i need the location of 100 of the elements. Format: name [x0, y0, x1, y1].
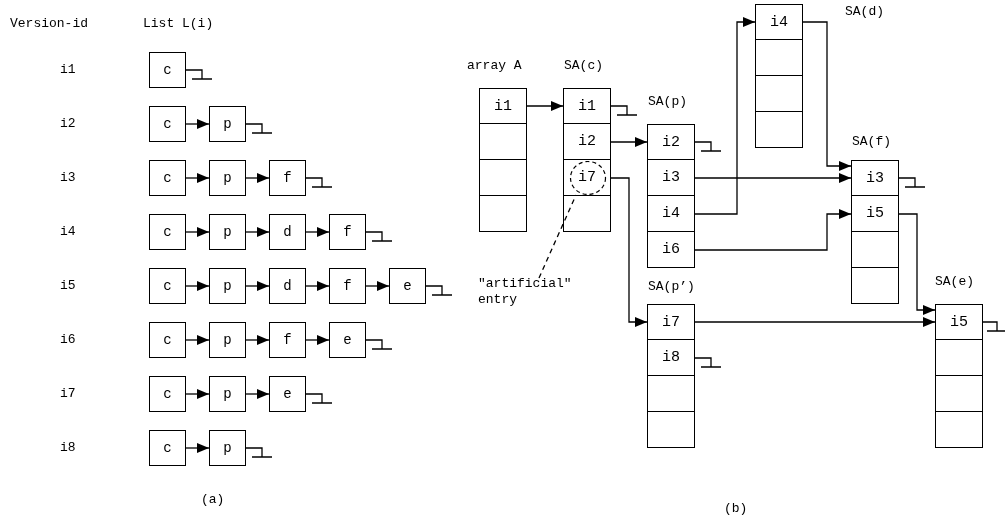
- list-node-box: c: [149, 214, 186, 250]
- array-label: SA(p’): [648, 279, 695, 295]
- array-cell: i2: [647, 124, 695, 160]
- version-id-label: i7: [60, 386, 76, 402]
- arrow: [610, 137, 648, 147]
- array-cell: [935, 412, 983, 448]
- arrow: [694, 17, 756, 215]
- list-node-box: d: [269, 268, 306, 304]
- array-label: SA(d): [845, 4, 884, 20]
- array-cell: i2: [563, 124, 611, 160]
- arrow: [245, 335, 270, 345]
- list-node-box: c: [149, 52, 186, 88]
- arrow: [185, 281, 210, 291]
- list-node-box: p: [209, 106, 246, 142]
- subfigure-label: (b): [724, 501, 748, 517]
- array-cell: i5: [851, 196, 899, 232]
- arrow: [185, 335, 210, 345]
- version-id-label: i5: [60, 278, 76, 294]
- array-label: SA(f): [852, 134, 891, 150]
- array-cell: [935, 340, 983, 376]
- arrow: [694, 317, 936, 327]
- arrow: [245, 281, 270, 291]
- list-node-box: f: [269, 322, 306, 358]
- array-cell: [935, 376, 983, 412]
- array-cell: i6: [647, 232, 695, 268]
- null-pointer-line: [694, 141, 722, 152]
- null-pointer-line: [305, 177, 333, 188]
- array-cell: [755, 76, 803, 112]
- array-cell: [647, 412, 695, 448]
- arrow: [694, 173, 852, 183]
- array-cell: i8: [647, 340, 695, 376]
- arrow: [694, 209, 852, 251]
- arrow: [185, 389, 210, 399]
- arrow: [185, 119, 210, 129]
- null-pointer-line: [305, 393, 333, 404]
- column-heading: List L(i): [143, 16, 214, 32]
- list-node-box: f: [329, 268, 366, 304]
- list-node-box: p: [209, 160, 246, 196]
- list-node-box: e: [269, 376, 306, 412]
- null-pointer-line: [185, 69, 213, 80]
- array-cell: i3: [647, 160, 695, 196]
- array-cell: [479, 196, 527, 232]
- array-cell: [647, 376, 695, 412]
- arrow: [185, 443, 210, 453]
- list-node-box: d: [269, 214, 306, 250]
- list-node-box: e: [329, 322, 366, 358]
- array-label: array A: [467, 58, 522, 74]
- list-node-box: c: [149, 376, 186, 412]
- null-pointer-line: [982, 321, 1005, 332]
- null-pointer-line: [425, 285, 453, 296]
- version-id-label: i2: [60, 116, 76, 132]
- list-node-box: p: [209, 214, 246, 250]
- array-label: SA(c): [564, 58, 603, 74]
- arrow: [185, 173, 210, 183]
- version-id-label: i1: [60, 62, 76, 78]
- array-cell: i5: [935, 304, 983, 340]
- list-node-box: c: [149, 268, 186, 304]
- arrow: [610, 177, 648, 327]
- arrow: [305, 281, 330, 291]
- array-cell: i7: [563, 160, 611, 196]
- array-cell: [755, 112, 803, 148]
- array-cell: [479, 160, 527, 196]
- list-node-box: e: [389, 268, 426, 304]
- array-cell: i7: [647, 304, 695, 340]
- array-cell: i1: [479, 88, 527, 124]
- array-label: SA(e): [935, 274, 974, 290]
- version-id-label: i6: [60, 332, 76, 348]
- arrow: [898, 213, 936, 315]
- array-cell: i4: [755, 4, 803, 40]
- array-cell: [563, 196, 611, 232]
- list-node-box: f: [329, 214, 366, 250]
- arrow: [245, 173, 270, 183]
- array-cell: i3: [851, 160, 899, 196]
- array-cell: [851, 232, 899, 268]
- null-pointer-line: [245, 447, 273, 458]
- arrow: [526, 101, 564, 111]
- null-pointer-line: [245, 123, 273, 134]
- version-id-label: i3: [60, 170, 76, 186]
- arrow: [305, 227, 330, 237]
- arrow: [245, 227, 270, 237]
- list-node-box: c: [149, 160, 186, 196]
- array-cell: [479, 124, 527, 160]
- list-node-box: f: [269, 160, 306, 196]
- arrow: [305, 335, 330, 345]
- arrow: [802, 21, 852, 171]
- list-node-box: c: [149, 322, 186, 358]
- null-pointer-line: [365, 231, 393, 242]
- list-node-box: c: [149, 106, 186, 142]
- null-pointer-line: [898, 177, 926, 188]
- null-pointer-line: [365, 339, 393, 350]
- version-id-label: i8: [60, 440, 76, 456]
- list-node-box: c: [149, 430, 186, 466]
- list-node-box: p: [209, 430, 246, 466]
- version-id-label: i4: [60, 224, 76, 240]
- list-node-box: p: [209, 376, 246, 412]
- annotation-text: "artificial" entry: [478, 276, 582, 308]
- subfigure-label: (a): [201, 492, 225, 508]
- array-cell: i4: [647, 196, 695, 232]
- arrow: [245, 389, 270, 399]
- null-pointer-line: [610, 105, 638, 116]
